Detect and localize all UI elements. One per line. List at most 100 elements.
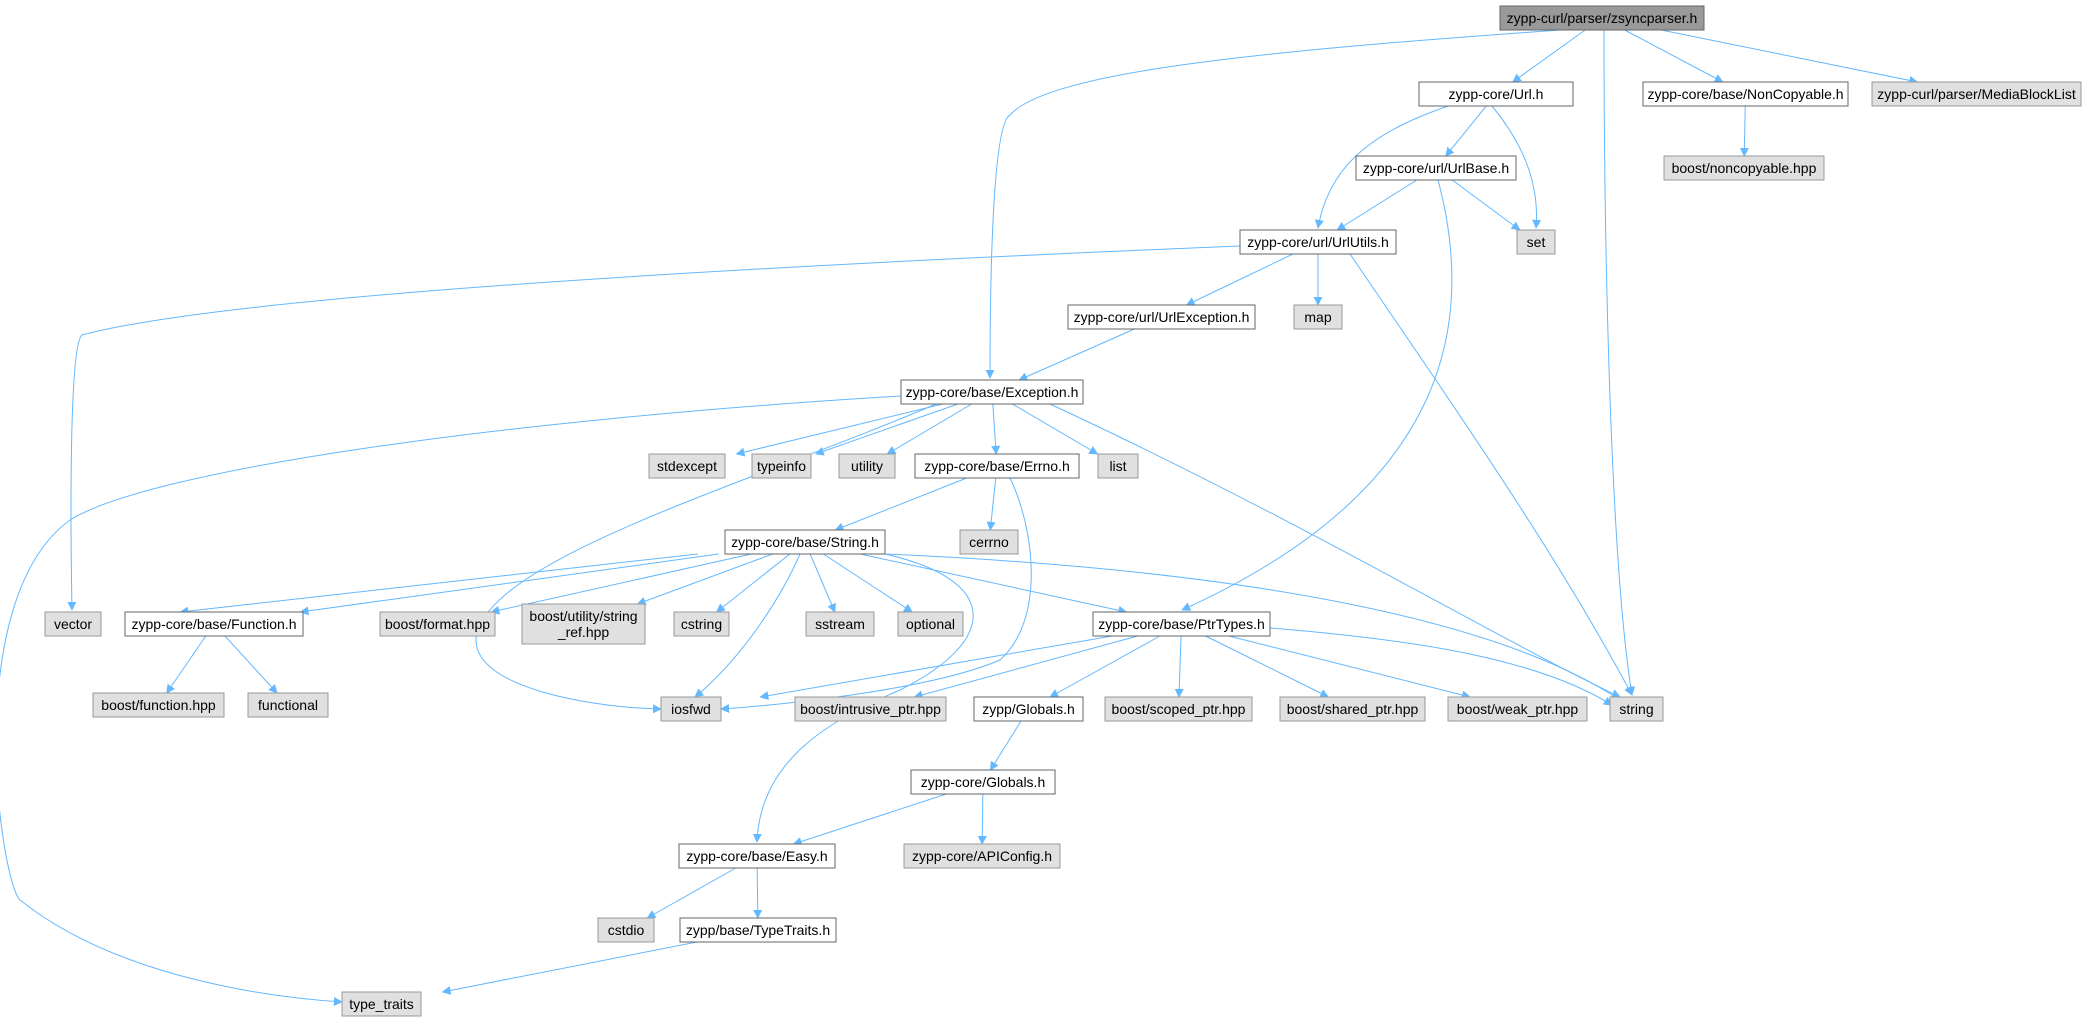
node-urlutils[interactable]: zypp-core/url/UrlUtils.h: [1239, 229, 1397, 255]
node-label: zypp-curl/parser/MediaBlockList: [1877, 86, 2076, 102]
node-box: [679, 917, 837, 943]
node-exception[interactable]: zypp-core/base/Exception.h: [900, 379, 1084, 405]
edge-cglobals-to-easy: [792, 793, 947, 846]
node-label: typeinfo: [757, 458, 806, 474]
node-label: boost/shared_ptr.hpp: [1287, 701, 1419, 717]
node-label: boost/utility/string: [529, 608, 637, 624]
edge-errno-to-iosfwd: [720, 477, 1032, 713]
node-zglobals[interactable]: zypp/Globals.h: [973, 696, 1084, 722]
node-box: [1097, 453, 1139, 479]
node-layer: zypp-curl/parser/zsyncparser.h zypp-core/…: [44, 5, 2082, 1017]
node-label: zypp-core/base/Errno.h: [924, 458, 1070, 474]
node-label: functional: [258, 697, 318, 713]
node-label: zypp-core/url/UrlException.h: [1074, 309, 1250, 325]
edge-url-to-set: [1491, 105, 1542, 229]
node-ptrtypes[interactable]: zypp-core/base/PtrTypes.h: [1092, 611, 1271, 637]
node-box: [660, 696, 722, 722]
node-label: boost/function.hpp: [101, 697, 216, 713]
node-box: [751, 453, 812, 479]
node-box: [1516, 229, 1556, 255]
node-utility: utility: [838, 453, 896, 479]
node-urlbase[interactable]: zypp-core/url/UrlBase.h: [1355, 155, 1517, 181]
edge-cglobals-to-apiconfig: [977, 793, 987, 845]
node-url[interactable]: zypp-core/Url.h: [1418, 81, 1574, 107]
node-box: [900, 379, 1084, 405]
node-box: [724, 529, 886, 555]
node-stringh[interactable]: zypp-core/base/String.h: [724, 529, 886, 555]
node-label: boost/scoped_ptr.hpp: [1112, 701, 1246, 717]
node-optional: optional: [897, 611, 964, 637]
node-box: [1871, 81, 2082, 107]
node-label: string: [1619, 701, 1653, 717]
node-label: zypp-core/base/Easy.h: [686, 848, 827, 864]
edge-ptrtypes-to-iosfwd: [759, 635, 1113, 701]
edge-zsync-to-exception: [985, 29, 1561, 379]
node-label: optional: [906, 616, 955, 632]
edge-ptrtypes-to-bshared: [1205, 635, 1330, 698]
edge-url-to-urlutils: [1314, 105, 1449, 229]
edge-exception-to-string: [1049, 403, 1621, 698]
node-label: zypp/base/TypeTraits.h: [686, 922, 830, 938]
node-box: [92, 692, 225, 718]
node-label: cerrno: [969, 534, 1009, 550]
edge-stringh-to-function: [299, 553, 719, 616]
node-label: boost/weak_ptr.hpp: [1457, 701, 1579, 717]
node-box: [678, 843, 836, 869]
node-cglobals[interactable]: zypp-core/Globals.h: [910, 769, 1056, 795]
node-label: utility: [851, 458, 883, 474]
node-noncopy[interactable]: zypp-core/base/NonCopyable.h: [1642, 81, 1849, 107]
edge-ptrtypes-to-bweak: [1228, 635, 1471, 700]
node-label: cstring: [681, 616, 722, 632]
edge-urlutils-to-string: [1349, 253, 1633, 696]
node-label: boost/intrusive_ptr.hpp: [800, 701, 941, 717]
node-box: [379, 611, 496, 637]
edge-ptrtypes-to-string: [1269, 627, 1613, 706]
node-urlexc[interactable]: zypp-core/url/UrlException.h: [1067, 304, 1256, 330]
node-box: [597, 917, 655, 943]
node-vector: vector: [44, 611, 102, 637]
edge-function-to-functional: [224, 635, 278, 694]
edge-stringh-to-vector: [179, 553, 698, 616]
node-box: [838, 453, 896, 479]
node-zsync[interactable]: zypp-curl/parser/zsyncparser.h: [1499, 5, 1705, 31]
node-apiconfig: zypp-core/APIConfig.h: [903, 843, 1061, 869]
node-box: [1092, 611, 1271, 637]
edge-ptrtypes-to-bintr: [913, 635, 1138, 700]
edge-urlexc-to-exception: [1018, 328, 1135, 381]
node-boostnc: boost/noncopyable.hpp: [1663, 155, 1825, 181]
edge-url-to-urlbase: [1445, 105, 1487, 157]
node-label: cstdio: [608, 922, 645, 938]
node-box: [648, 453, 726, 479]
node-label: zypp-core/Url.h: [1449, 86, 1544, 102]
edge-exception-to-stdexcept: [735, 403, 943, 457]
node-label: boost/format.hpp: [385, 616, 490, 632]
edge-errno-to-stringh: [834, 477, 967, 532]
edge-function-to-bfunction: [166, 635, 207, 694]
node-function[interactable]: zypp-core/base/Function.h: [124, 611, 304, 637]
edge-stringh-to-optional: [823, 553, 913, 613]
node-map: map: [1293, 304, 1343, 330]
node-bweak: boost/weak_ptr.hpp: [1447, 696, 1588, 722]
edge-easy-to-typetraitsh: [753, 867, 763, 919]
node-bshared: boost/shared_ptr.hpp: [1279, 696, 1426, 722]
edge-errno-to-cerrno: [986, 477, 997, 531]
node-stdexcept: stdexcept: [648, 453, 726, 479]
node-typetraitsh[interactable]: zypp/base/TypeTraits.h: [679, 917, 837, 943]
edge-stringh-to-iosfwd: [694, 553, 801, 698]
node-cstdio: cstdio: [597, 917, 655, 943]
edge-stringh-to-sstream: [809, 553, 836, 613]
node-easy[interactable]: zypp-core/base/Easy.h: [678, 843, 836, 869]
edge-stringh-to-string: [884, 553, 1621, 701]
node-bintr: boost/intrusive_ptr.hpp: [794, 696, 947, 722]
edge-easy-to-cstdio: [646, 867, 737, 919]
node-box: [914, 453, 1080, 479]
edge-exception-to-errno: [991, 403, 1001, 455]
node-label: map: [1304, 309, 1331, 325]
node-label: zypp-core/base/Exception.h: [906, 384, 1079, 400]
node-bfunction: boost/function.hpp: [92, 692, 225, 718]
node-label: sstream: [815, 616, 865, 632]
node-errno[interactable]: zypp-core/base/Errno.h: [914, 453, 1080, 479]
edge-stringh-to-bstrref: [636, 553, 773, 606]
node-box: [1499, 5, 1705, 31]
node-box: [805, 611, 875, 637]
